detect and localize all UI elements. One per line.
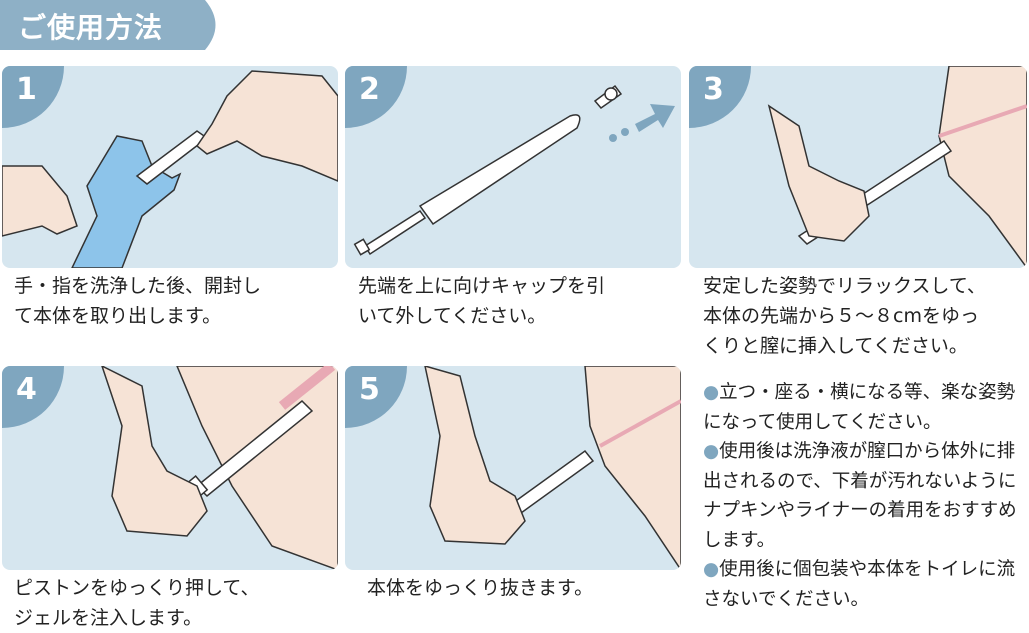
note-item: ●立つ・座る・横になる等、楽な姿勢になって使用してください。 [703, 378, 1023, 437]
bullet-icon: ● [703, 382, 720, 403]
step-5-caption: 本体をゆっくり抜きます。 [367, 577, 594, 599]
step-4-caption: ピストンをゆっくり押して、 ジェルを注入します。 [14, 577, 260, 629]
section-title-tab: ご使用方法 [0, 0, 226, 50]
note-text: 使用後に個包装や本体をトイレに流さないでください。 [703, 559, 1016, 610]
step-5-number: 5 [359, 372, 380, 407]
usage-notes: ●立つ・座る・横になる等、楽な姿勢になって使用してください。 ●使用後は洗浄液が… [703, 378, 1023, 614]
step-4-illustration: 4 [2, 366, 338, 570]
step-3-illustration: 3 [689, 66, 1027, 268]
step-4-number: 4 [16, 372, 37, 407]
note-text: 立つ・座る・横になる等、楽な姿勢になって使用してください。 [703, 382, 1016, 433]
section-title: ご使用方法 [18, 11, 164, 44]
step-3-caption: 安定した姿勢でリラックスして、 本体の先端から５～８cmをゆっ くりと膣に挿入し… [703, 275, 986, 357]
note-item: ●使用後は洗浄液が膣口から体外に排出されるので、下着が汚れないようにナプキンやラ… [703, 437, 1023, 555]
step-2-illustration: 2 [345, 66, 681, 268]
step-1-caption: 手・指を洗浄した後、開封し て本体を取り出します。 [14, 275, 262, 327]
note-item: ●使用後に個包装や本体をトイレに流さないでください。 [703, 555, 1023, 614]
step-3-number: 3 [703, 72, 724, 107]
note-text: 使用後は洗浄液が膣口から体外に排出されるので、下着が汚れないようにナプキンやライ… [703, 441, 1017, 551]
step-1-number: 1 [16, 72, 37, 107]
bullet-icon: ● [703, 441, 720, 462]
step-1-illustration: 1 [2, 66, 338, 268]
step-2-caption: 先端を上に向けキャップを引 いて外してください。 [358, 275, 606, 327]
step-5-illustration: 5 [345, 366, 681, 570]
bullet-icon: ● [703, 559, 720, 580]
step-2-number: 2 [359, 72, 380, 107]
